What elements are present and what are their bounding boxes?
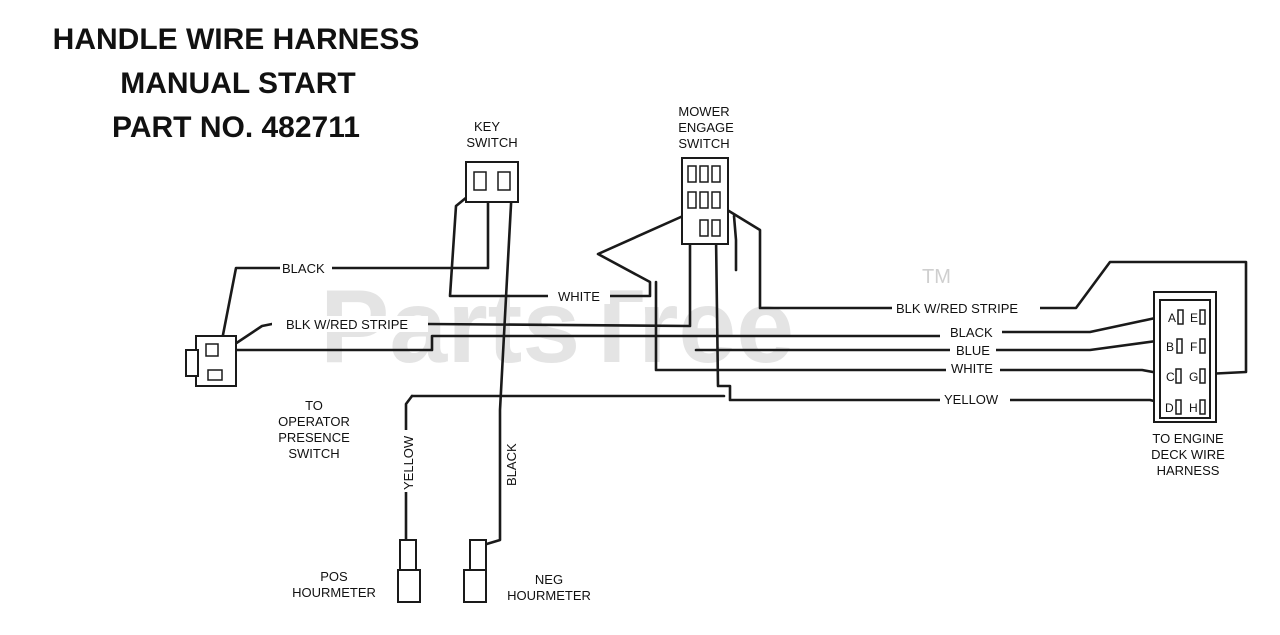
mower-engage-switch: MOWER ENGAGE SWITCH xyxy=(678,104,734,245)
pin-label-c: C xyxy=(1166,370,1175,384)
wire-black-vertical xyxy=(478,184,514,548)
wire-label-blk-red-left: BLK W/RED STRIPE xyxy=(286,317,408,332)
pin-label-e: E xyxy=(1190,311,1198,325)
key-switch-label-1: KEY xyxy=(474,119,500,134)
operator-presence-label-1: TO xyxy=(305,398,323,413)
wire-label-blue-right: BLUE xyxy=(956,343,990,358)
pin-label-f: F xyxy=(1190,340,1197,354)
pos-hourmeter-label-2: HOURMETER xyxy=(292,585,376,600)
pin-label-g: G xyxy=(1189,370,1198,384)
wire-blk-red-right xyxy=(722,206,894,310)
mower-engage-label-3: SWITCH xyxy=(678,136,729,151)
wire-label-yellow-vertical: YELLOW xyxy=(401,435,416,490)
key-switch: KEY SWITCH xyxy=(465,119,519,203)
engine-deck-connector: A B C D E F G H TO ENGINE DECK WIRE HARN… xyxy=(1151,291,1225,478)
wire-labels: BLACK BLK W/RED STRIPE WHITE BLK W/RED S… xyxy=(272,260,1040,492)
mower-engage-label-1: MOWER xyxy=(678,104,729,119)
pos-hourmeter-label-1: POS xyxy=(320,569,348,584)
watermark-trademark: TM xyxy=(922,266,951,288)
pin-label-d: D xyxy=(1165,401,1174,415)
pin-label-h: H xyxy=(1189,401,1198,415)
engine-deck-label-2: DECK WIRE xyxy=(1151,447,1225,462)
wire-label-white-right: WHITE xyxy=(951,361,993,376)
pin-label-b: B xyxy=(1166,340,1174,354)
wire-label-blk-red-right: BLK W/RED STRIPE xyxy=(896,301,1018,316)
operator-presence-label-3: PRESENCE xyxy=(278,430,350,445)
title-line-1: HANDLE WIRE HARNESS xyxy=(53,23,420,56)
key-switch-label-2: SWITCH xyxy=(466,135,517,150)
operator-presence-label-2: OPERATOR xyxy=(278,414,350,429)
wire-main-horizontal xyxy=(234,334,942,352)
pin-label-a: A xyxy=(1168,311,1176,325)
wire-label-black-vertical: BLACK xyxy=(504,443,519,486)
wire-label-yellow-right: YELLOW xyxy=(944,392,999,407)
wire-label-black-top: BLACK xyxy=(282,261,325,276)
operator-presence-connector: TO OPERATOR PRESENCE SWITCH xyxy=(185,335,350,461)
neg-hourmeter-terminal: NEG HOURMETER xyxy=(463,539,591,603)
wires xyxy=(220,180,1248,548)
operator-presence-label-4: SWITCH xyxy=(288,446,339,461)
pos-hourmeter-terminal: POS HOURMETER xyxy=(292,539,421,603)
mower-engage-label-2: ENGAGE xyxy=(678,120,734,135)
neg-hourmeter-label-1: NEG xyxy=(535,572,563,587)
neg-hourmeter-label-2: HOURMETER xyxy=(507,588,591,603)
engine-deck-label-1: TO ENGINE xyxy=(1152,431,1224,446)
wire-label-white-mid: WHITE xyxy=(558,289,600,304)
wire-label-black-right: BLACK xyxy=(950,325,993,340)
wire-blk-red-left xyxy=(230,322,274,348)
title-line-3: PART NO. 482711 xyxy=(112,111,360,144)
title-line-2: MANUAL START xyxy=(120,67,356,100)
engine-deck-label-3: HARNESS xyxy=(1157,463,1220,478)
